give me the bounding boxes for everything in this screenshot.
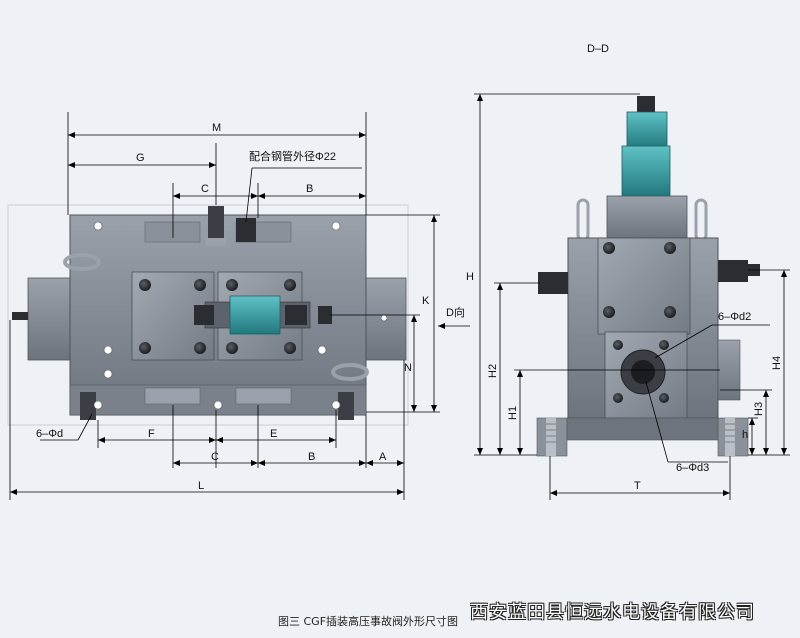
dim-M: M — [212, 122, 221, 134]
left-dimensions — [9, 112, 470, 500]
dim-H3: H3 — [753, 402, 765, 416]
section-label: D–D — [587, 43, 609, 55]
dim-C-bottom: C — [211, 451, 219, 463]
dim-C-top: C — [201, 183, 209, 195]
right-dimensions — [474, 93, 790, 500]
dim-B-top: B — [306, 183, 313, 195]
figure-caption: 图三 CGF插装高压事故阀外形尺寸图 — [278, 615, 459, 628]
dim-F: F — [148, 428, 155, 440]
hole-note-d2: 6–Φd2 — [718, 311, 751, 323]
teal-pilot-valve — [229, 295, 281, 335]
dim-G: G — [136, 152, 145, 164]
dim-H1: H1 — [507, 406, 519, 420]
plate-bolts — [139, 279, 296, 354]
left-view — [12, 206, 407, 420]
right-flange — [365, 277, 407, 361]
lifting-eye — [331, 363, 369, 381]
company-name: 西安蓝田县恒远水电设备有限公司 — [470, 602, 755, 623]
top-fitting — [208, 206, 224, 242]
side-fitting — [718, 260, 748, 282]
teal-solenoid — [626, 111, 668, 149]
dim-E: E — [270, 428, 277, 440]
hole-note: 6–Φd — [36, 428, 63, 440]
dim-L: L — [198, 480, 204, 492]
dim-h: h — [742, 429, 748, 441]
side-fitting — [538, 272, 568, 294]
hole-note-d3: 6–Φd3 — [676, 462, 709, 474]
dim-H4: H4 — [771, 356, 783, 370]
direction-label: D向 — [446, 305, 465, 319]
pipe-fitting — [236, 218, 256, 242]
dim-N: N — [404, 362, 412, 374]
dim-K: K — [422, 295, 430, 307]
foot — [338, 392, 354, 420]
dim-H: H — [466, 271, 474, 283]
pipe-note: 配合钢管外径Φ22 — [249, 149, 336, 163]
dim-T: T — [634, 480, 641, 492]
right-view — [536, 96, 760, 457]
dimension-labels: D–D M G 配合钢管外径Φ22 C B K N D向 6–Φd F E C … — [36, 43, 783, 492]
lifting-eye — [63, 253, 101, 271]
left-flange — [27, 277, 71, 361]
dim-B-bottom: B — [308, 451, 315, 463]
dim-A: A — [379, 451, 387, 463]
dim-H2: H2 — [487, 364, 499, 378]
foot — [80, 392, 96, 420]
